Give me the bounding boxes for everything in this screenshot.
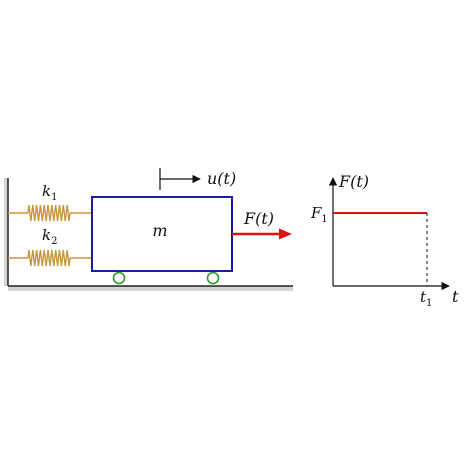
- ground-wall-group: [4, 178, 293, 291]
- graph-level-label: F1: [310, 204, 328, 225]
- displacement-label: u(t): [207, 169, 236, 188]
- spring-k1: [8, 204, 92, 222]
- force-label: F(t): [243, 209, 274, 228]
- force-time-graph: [328, 177, 450, 291]
- wheel-left: [112, 271, 126, 285]
- mass-label: m: [152, 221, 167, 240]
- graph-x-label: t: [452, 287, 459, 306]
- force-arrow: [232, 228, 292, 240]
- spring-k2-label: k2: [42, 226, 57, 247]
- wheel-right: [206, 271, 220, 285]
- graph-y-label: F(t): [338, 172, 369, 191]
- ground-shadow: [8, 286, 293, 291]
- displacement-indicator: [159, 168, 201, 190]
- graph-time-marker-label: t1: [420, 288, 432, 309]
- spring-k1-label: k1: [42, 182, 57, 203]
- spring-k2: [8, 249, 92, 267]
- wall-shadow: [4, 178, 8, 286]
